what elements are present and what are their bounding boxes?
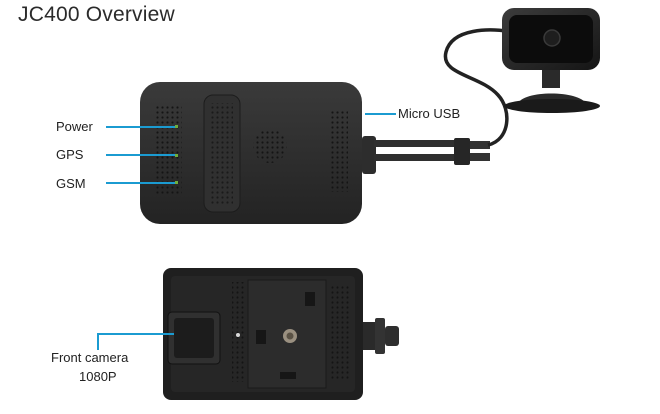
front-camera-label: Front camera <box>51 350 129 365</box>
front-camera-callout <box>97 333 174 350</box>
speaker <box>253 129 287 163</box>
power-led <box>175 125 178 128</box>
gps-label: GPS <box>56 147 84 162</box>
power-label: Power <box>56 119 93 134</box>
gsm-led <box>175 181 178 184</box>
usb-connector <box>362 136 490 174</box>
gsm-label: GSM <box>56 176 86 191</box>
camera-cable <box>443 28 513 147</box>
main-unit <box>140 82 362 224</box>
page-title: JC400 Overview <box>18 3 175 26</box>
bottom-unit <box>163 268 399 400</box>
gps-led <box>175 154 178 157</box>
micro-usb-label: Micro USB <box>398 106 461 121</box>
front-camera-resolution: 1080P <box>79 369 117 384</box>
rear-camera <box>502 8 600 113</box>
